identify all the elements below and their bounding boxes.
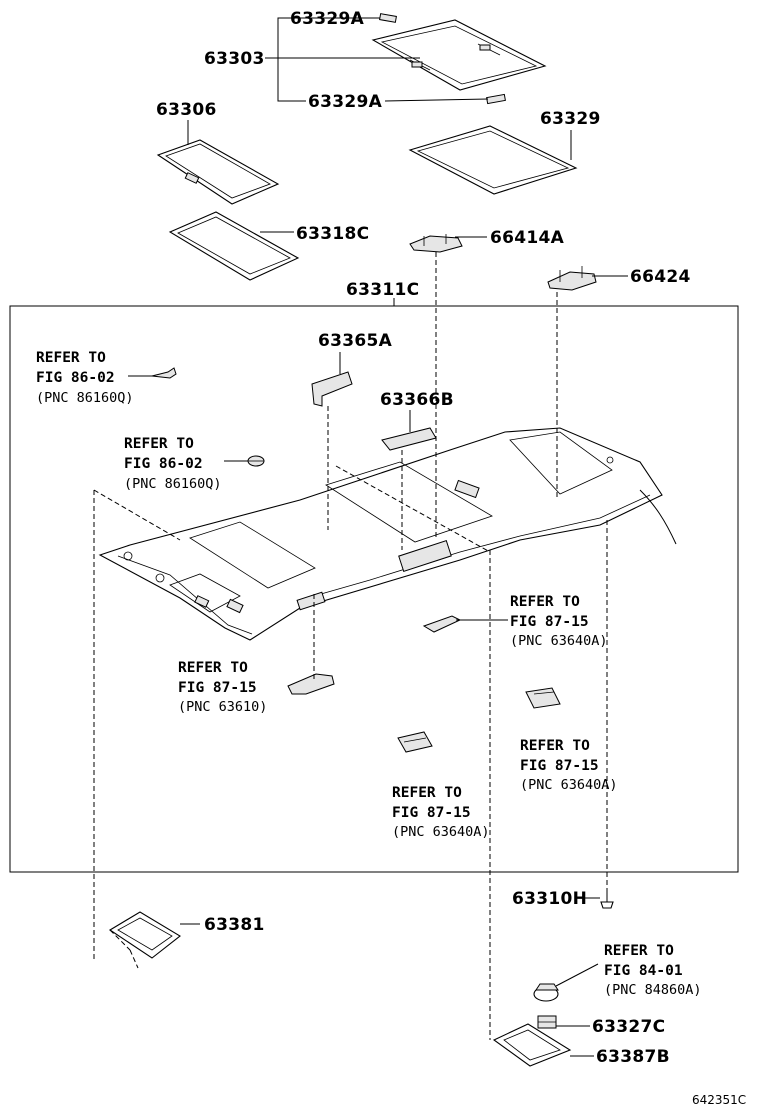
label-63365A: 63365A	[318, 331, 393, 351]
headliner-cable	[639, 489, 677, 545]
ref7-fig: FIG 84-01	[604, 963, 683, 979]
part-63329-weatherstrip[interactable]	[408, 125, 578, 195]
ref-callout-5: REFER TO FIG 87-15 (PNC 63640A)	[520, 738, 618, 793]
ref-callout-7: REFER TO FIG 84-01 (PNC 84860A)	[604, 943, 702, 998]
label-63366B: 63366B	[380, 390, 454, 410]
part-63387B-base[interactable]	[492, 1023, 572, 1067]
part-63327C-retainer[interactable]	[537, 1015, 557, 1029]
ref-callout-6: REFER TO FIG 87-15 (PNC 63640A)	[392, 785, 490, 840]
leader-63329A-bottom	[384, 98, 489, 102]
part-63311C-headliner[interactable]	[98, 427, 663, 641]
ref-callout-4: REFER TO FIG 87-15 (PNC 63610)	[178, 660, 267, 715]
label-63306: 63306	[156, 100, 217, 120]
part-63303-shade-panel[interactable]	[371, 19, 547, 91]
ref2-fig: FIG 86-02	[124, 456, 203, 472]
part-63381-lamp-base[interactable]	[108, 911, 181, 969]
part-63365A-pad[interactable]	[311, 371, 353, 407]
assembly-frame	[9, 305, 739, 873]
label-63329A-bottom: 63329A	[308, 92, 383, 112]
part-63310H-clip[interactable]	[600, 893, 614, 909]
ref-callout-1: REFER TO FIG 86-02 (PNC 86160Q)	[36, 350, 134, 406]
label-63387B: 63387B	[596, 1047, 670, 1067]
part-ref-63610[interactable]	[287, 673, 335, 695]
label-63381: 63381	[204, 915, 265, 935]
ref6-fig: FIG 87-15	[392, 805, 471, 821]
label-63329: 63329	[540, 109, 601, 129]
label-63310H: 63310H	[512, 889, 587, 909]
part-66414A-bracket[interactable]	[409, 234, 463, 253]
part-63329A-clip-bottom[interactable]	[486, 93, 506, 105]
label-66414A: 66414A	[490, 228, 565, 248]
part-ref-63640A-b[interactable]	[525, 687, 561, 709]
label-63329A-top: 63329A	[290, 9, 365, 29]
part-ref-86160Q-a[interactable]	[151, 367, 177, 379]
ref1-pnc: (PNC 86160Q)	[36, 390, 134, 406]
ref3-pnc: (PNC 63640A)	[510, 633, 608, 649]
ref1-fig: FIG 86-02	[36, 370, 115, 386]
ref7-refer: REFER TO	[604, 943, 674, 959]
ref3-fig: FIG 87-15	[510, 614, 589, 630]
guide-rear-diag	[335, 465, 491, 553]
label-63327C: 63327C	[592, 1017, 665, 1037]
ref6-refer: REFER TO	[392, 785, 462, 801]
ref4-refer: REFER TO	[178, 660, 248, 676]
part-ref-63640A-c[interactable]	[397, 731, 433, 753]
label-63311C: 63311C	[346, 280, 419, 300]
figure-id: 642351C	[692, 1093, 746, 1107]
ref-callout-3: REFER TO FIG 87-15 (PNC 63640A)	[510, 594, 608, 649]
label-66424: 66424	[630, 267, 691, 287]
part-63366B-pad[interactable]	[381, 427, 437, 451]
part-ref-84860A[interactable]	[533, 983, 559, 1002]
guide-63381-diag	[93, 489, 181, 541]
ref5-pnc: (PNC 63640A)	[520, 777, 618, 793]
ref4-fig: FIG 87-15	[178, 680, 257, 696]
ref4-pnc: (PNC 63610)	[178, 699, 267, 715]
leader-63303-bracket	[277, 17, 365, 102]
label-63303: 63303	[204, 49, 265, 69]
ref6-pnc: (PNC 63640A)	[392, 824, 490, 840]
part-63329A-clip-top[interactable]	[379, 13, 397, 23]
leader-ref7	[555, 963, 599, 987]
part-63306-sunshade[interactable]	[156, 139, 280, 205]
ref3-refer: REFER TO	[510, 594, 580, 610]
label-63318C: 63318C	[296, 224, 369, 244]
part-ref-86160Q-b[interactable]	[247, 455, 265, 467]
ref2-pnc: (PNC 86160Q)	[124, 476, 222, 492]
part-66424-bracket[interactable]	[547, 266, 597, 291]
ref5-refer: REFER TO	[520, 738, 590, 754]
part-63318C-ring[interactable]	[168, 211, 300, 281]
ref5-fig: FIG 87-15	[520, 758, 599, 774]
ref1-refer: REFER TO	[36, 350, 106, 366]
part-ref-63640A-a[interactable]	[422, 615, 462, 633]
ref7-pnc: (PNC 84860A)	[604, 982, 702, 998]
ref-callout-2: REFER TO FIG 86-02 (PNC 86160Q)	[124, 436, 222, 492]
ref2-refer: REFER TO	[124, 436, 194, 452]
